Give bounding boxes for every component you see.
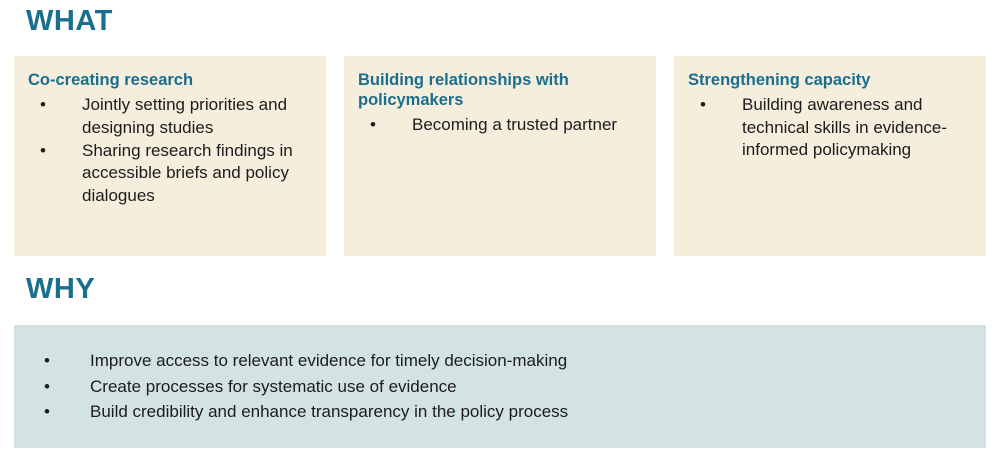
card-title: Building relationships with policymakers <box>358 71 569 110</box>
bullet-icon: • <box>700 95 706 115</box>
section-heading-what: WHAT <box>26 5 113 37</box>
list-item: • Improve access to relevant evidence fo… <box>30 348 970 374</box>
section-heading-why: WHY <box>26 273 96 305</box>
bullet-icon: • <box>40 141 46 160</box>
card-title: Strengthening capacity <box>688 71 871 89</box>
bullet-icon: • <box>40 95 46 115</box>
list-item: • Build credibility and enhance transpar… <box>30 399 970 425</box>
what-card-row: Co-creating research • Jointly setting p… <box>14 56 986 256</box>
list-item: • Jointly setting priorities and designi… <box>28 94 312 139</box>
bullet-icon: • <box>44 351 50 370</box>
what-card-co-creating-research: Co-creating research • Jointly setting p… <box>14 56 326 256</box>
list-item-label: Sharing research findings in accessible … <box>82 141 293 205</box>
bullet-icon: • <box>44 402 50 421</box>
list-item: • Building awareness and technical skill… <box>688 94 972 161</box>
list-item: • Sharing research findings in accessibl… <box>28 140 312 207</box>
list-item-label: Jointly setting priorities and designing… <box>82 95 288 137</box>
list-item-label: Create processes for systematic use of e… <box>90 376 457 396</box>
bullet-icon: • <box>370 115 376 135</box>
list-item-label: Becoming a trusted partner <box>412 115 618 135</box>
list-item: • Create processes for systematic use of… <box>30 374 970 400</box>
why-bullet-list: • Improve access to relevant evidence fo… <box>30 348 970 425</box>
card-bullet-list: • Building awareness and technical skill… <box>688 94 972 161</box>
list-item-label: Building awareness and technical skills … <box>742 95 948 159</box>
bullet-icon: • <box>44 376 50 396</box>
why-panel: • Improve access to relevant evidence fo… <box>14 325 986 448</box>
card-bullet-list: • Jointly setting priorities and designi… <box>28 94 312 207</box>
list-item-label: Build credibility and enhance transparen… <box>90 402 569 421</box>
what-card-strengthening-capacity: Strengthening capacity • Building awaren… <box>674 56 986 256</box>
what-card-building-relationships: Building relationships with policymakers… <box>344 56 656 256</box>
list-item: • Becoming a trusted partner <box>358 114 642 136</box>
list-item-label: Improve access to relevant evidence for … <box>90 351 568 370</box>
card-bullet-list: • Becoming a trusted partner <box>358 114 642 136</box>
card-title: Co-creating research <box>28 71 194 89</box>
